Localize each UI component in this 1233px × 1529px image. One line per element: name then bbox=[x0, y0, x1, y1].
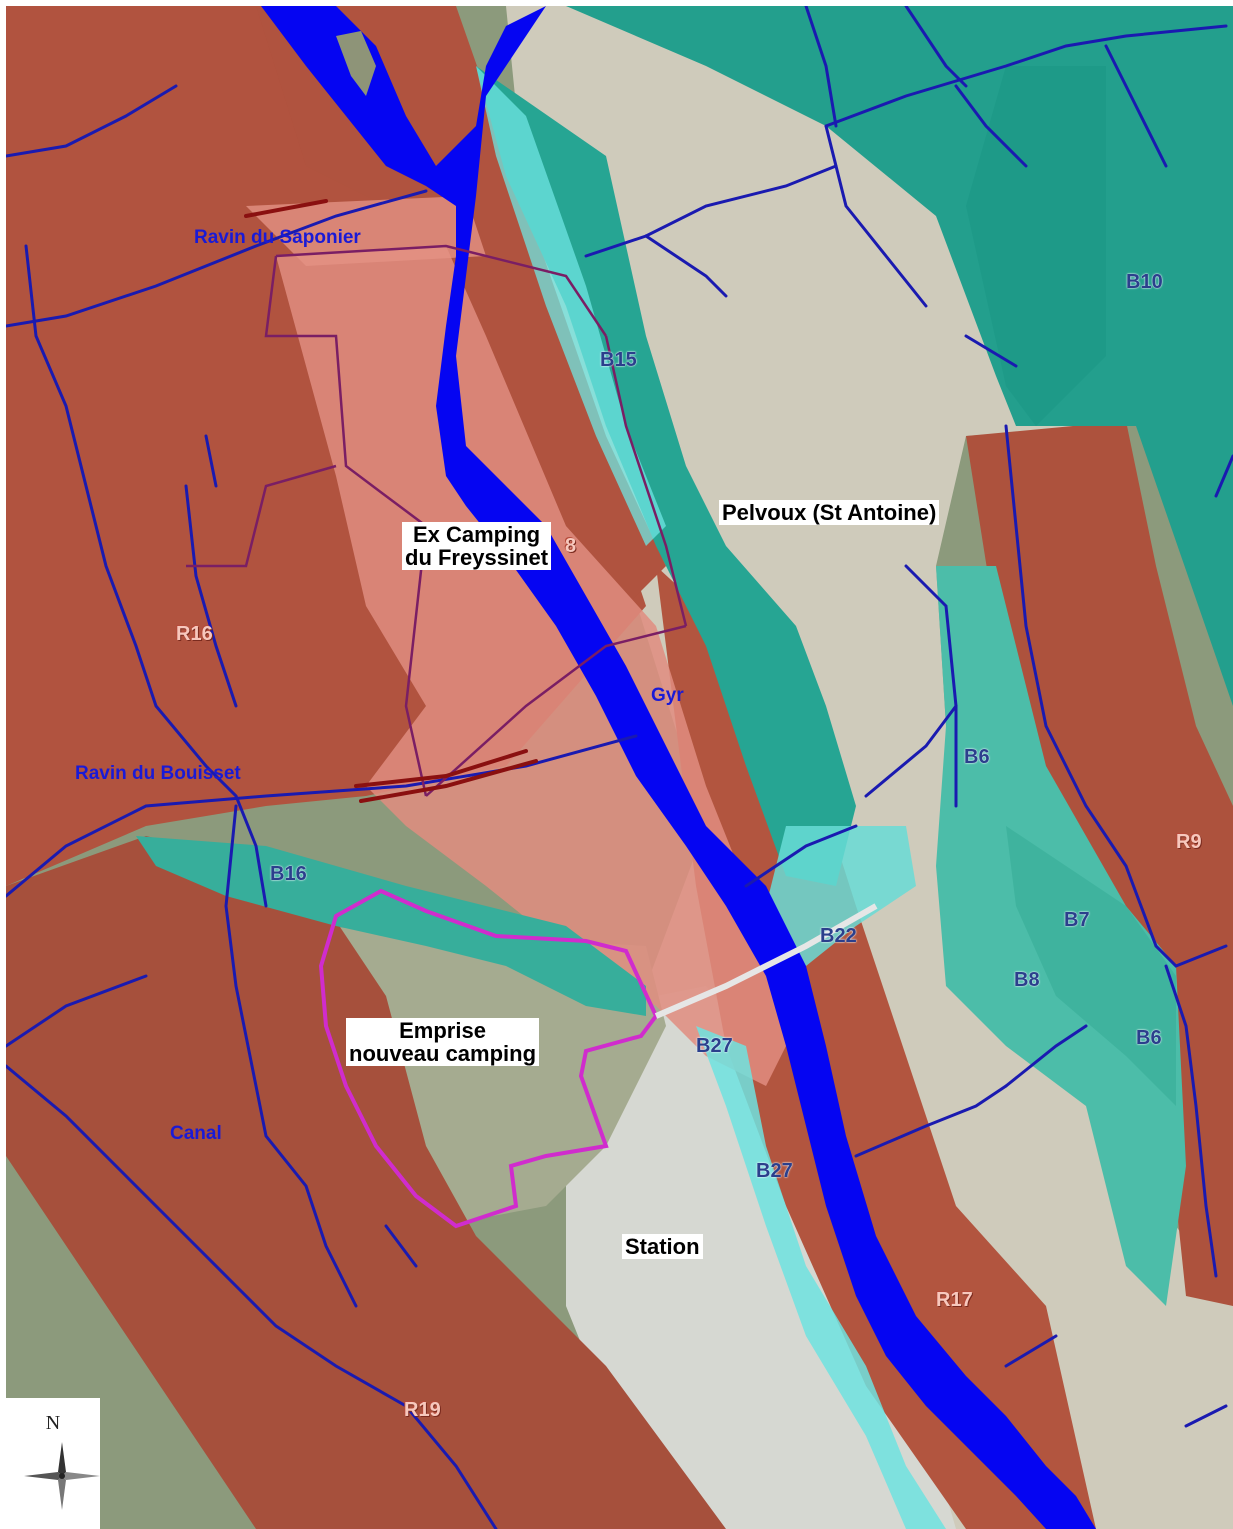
north-arrow: N bbox=[6, 1398, 100, 1529]
label-emprise-line1: Emprise bbox=[399, 1018, 486, 1043]
new-camping-perimeter bbox=[318, 888, 659, 1229]
blue-zone-b7 bbox=[1006, 826, 1176, 1106]
zone-label-b6-upper: B6 bbox=[964, 746, 990, 768]
hazard-map-svg bbox=[6, 6, 1233, 1529]
north-label: N bbox=[45, 1412, 61, 1434]
label-ravin-saponier: Ravin du Saponier bbox=[194, 227, 361, 248]
label-pelvoux: Pelvoux (St Antoine) bbox=[719, 500, 940, 526]
red-zone-r19 bbox=[6, 836, 726, 1529]
blue-zone-b10-inner bbox=[966, 66, 1106, 426]
zone-label-r17: R17 bbox=[936, 1289, 973, 1311]
parcel-boundaries bbox=[186, 244, 688, 797]
gyr-river-island bbox=[336, 31, 376, 96]
label-gyr: Gyr bbox=[651, 685, 684, 706]
zone-label-b10: B10 bbox=[1126, 271, 1163, 293]
zone-label-r9: R9 bbox=[1176, 831, 1202, 853]
zone-label-b8: B8 bbox=[1014, 969, 1040, 991]
label-emprise: Emprise nouveau camping bbox=[346, 1018, 540, 1067]
zone-label-b16: B16 bbox=[270, 863, 307, 885]
blue-zone-b27 bbox=[696, 1026, 946, 1529]
blue-zone-b15-light bbox=[476, 66, 666, 546]
zone-label-b22: B22 bbox=[820, 925, 857, 947]
label-canal: Canal bbox=[170, 1123, 222, 1144]
label-ex-camping: Ex Camping du Freyssinet bbox=[402, 522, 552, 571]
label-ravin-bouisset: Ravin du Bouisset bbox=[75, 763, 241, 784]
zone-label-r18-partial: 8 bbox=[565, 535, 577, 557]
bridge-road bbox=[654, 903, 878, 1019]
label-ex-camping-line1: Ex Camping bbox=[412, 522, 541, 547]
zone-label-b27-upper: B27 bbox=[696, 1035, 733, 1057]
label-ex-camping-line2: du Freyssinet bbox=[405, 545, 549, 571]
zone-label-b6-lower: B6 bbox=[1136, 1027, 1162, 1049]
red-zone-light-top bbox=[246, 196, 486, 266]
zone-label-r19: R19 bbox=[404, 1399, 441, 1421]
label-station: Station bbox=[622, 1234, 703, 1260]
zone-label-r16: R16 bbox=[176, 623, 213, 645]
streams bbox=[6, 6, 1233, 1529]
red-zone-light-central bbox=[276, 246, 806, 1086]
label-emprise-line2: nouveau camping bbox=[349, 1041, 537, 1067]
blue-zone-b16 bbox=[136, 836, 646, 1016]
map-frame[interactable]: Ravin du Saponier Ravin du Bouisset Cana… bbox=[6, 6, 1233, 1529]
zone-label-b7: B7 bbox=[1064, 909, 1090, 931]
blue-zone-b22 bbox=[766, 826, 916, 966]
embankment-lines bbox=[244, 199, 538, 803]
zone-label-b15: B15 bbox=[600, 349, 637, 371]
zone-label-b27-lower: B27 bbox=[756, 1160, 793, 1182]
compass-rose-icon bbox=[24, 1442, 100, 1510]
